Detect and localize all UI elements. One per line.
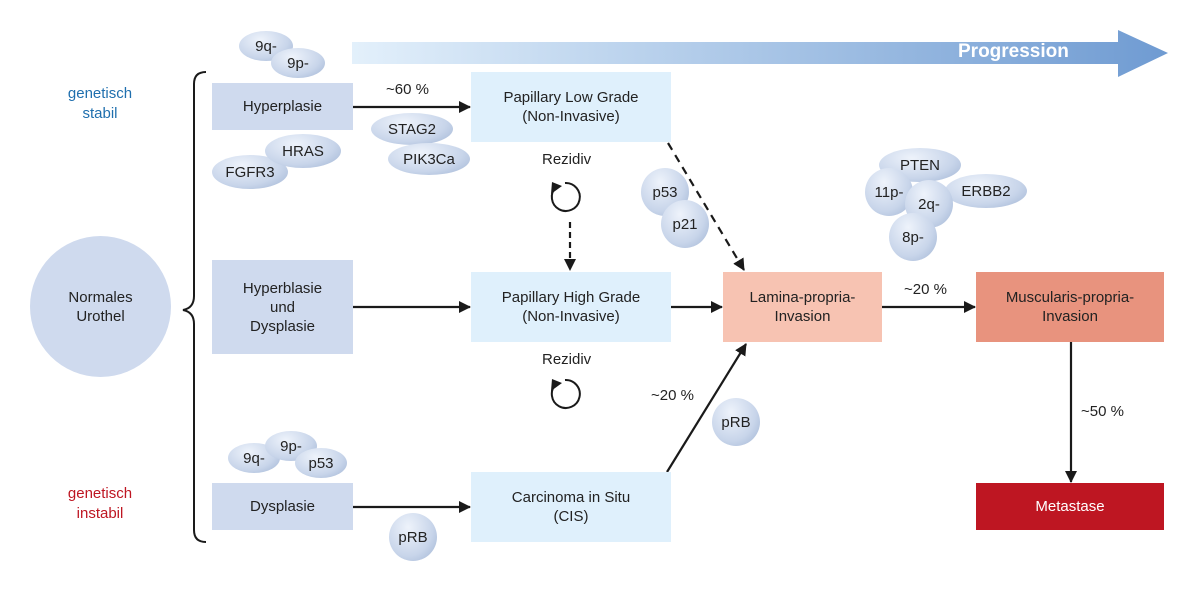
papillary-high-grade-node: Papillary High Grade (Non-Invasive) <box>471 272 671 342</box>
papillary-low-grade-node: Papillary Low Grade (Non-Invasive) <box>471 72 671 142</box>
lamina-propria-invasion-node: Lamina-propria- Invasion <box>723 272 882 342</box>
recurrence-icon-top <box>550 181 581 212</box>
marker-erbb2: ERBB2 <box>945 174 1027 208</box>
normales-urothel-node: Normales Urothel <box>30 236 171 377</box>
carcinoma-in-situ-node: Carcinoma in Situ (CIS) <box>471 472 671 542</box>
marker-fgfr3: FGFR3 <box>212 155 288 189</box>
hyperblasie-dysplasie-node: Hyperblasie und Dysplasie <box>212 260 353 354</box>
marker-9p-top: 9p- <box>271 48 325 78</box>
recurrence-icon-bottom <box>550 378 581 409</box>
marker-9q-low: 9q- <box>228 443 280 473</box>
progression-arrow <box>352 30 1168 77</box>
marker-stag2: STAG2 <box>371 113 453 145</box>
brace <box>182 71 207 543</box>
marker-p21: p21 <box>661 200 709 248</box>
marker-hras: HRAS <box>265 134 341 168</box>
label-genetisch-instabil: genetisch instabil <box>67 485 133 522</box>
rezidiv-label-top: Rezidiv <box>542 151 592 168</box>
rezidiv-label-bottom: Rezidiv <box>542 351 592 368</box>
pct-hyper-to-low: ~60 % <box>386 81 429 98</box>
metastase-node: Metastase <box>976 483 1164 530</box>
marker-pik3ca: PIK3Ca <box>388 143 470 175</box>
pct-cis-to-lamina: ~20 % <box>651 387 694 404</box>
arrow-cis-to-lamina <box>666 343 747 473</box>
arrow-low-to-lamina-dashed <box>667 142 745 271</box>
pct-muscularis-to-metastase: ~50 % <box>1081 403 1124 420</box>
label-genetisch-stabil: genetisch stabil <box>67 85 133 122</box>
muscularis-propria-invasion-node: Muscularis-propria- Invasion <box>976 272 1164 342</box>
pct-lamina-to-muscularis: ~20 % <box>904 281 947 298</box>
marker-8p: 8p- <box>889 213 937 261</box>
marker-p53-low: p53 <box>295 448 347 478</box>
marker-prb-mid: pRB <box>712 398 760 446</box>
marker-prb-low: pRB <box>389 513 437 561</box>
dysplasie-node: Dysplasie <box>212 483 353 530</box>
progression-label: Progression <box>958 41 1069 62</box>
hyperplasie-node: Hyperplasie <box>212 83 353 130</box>
